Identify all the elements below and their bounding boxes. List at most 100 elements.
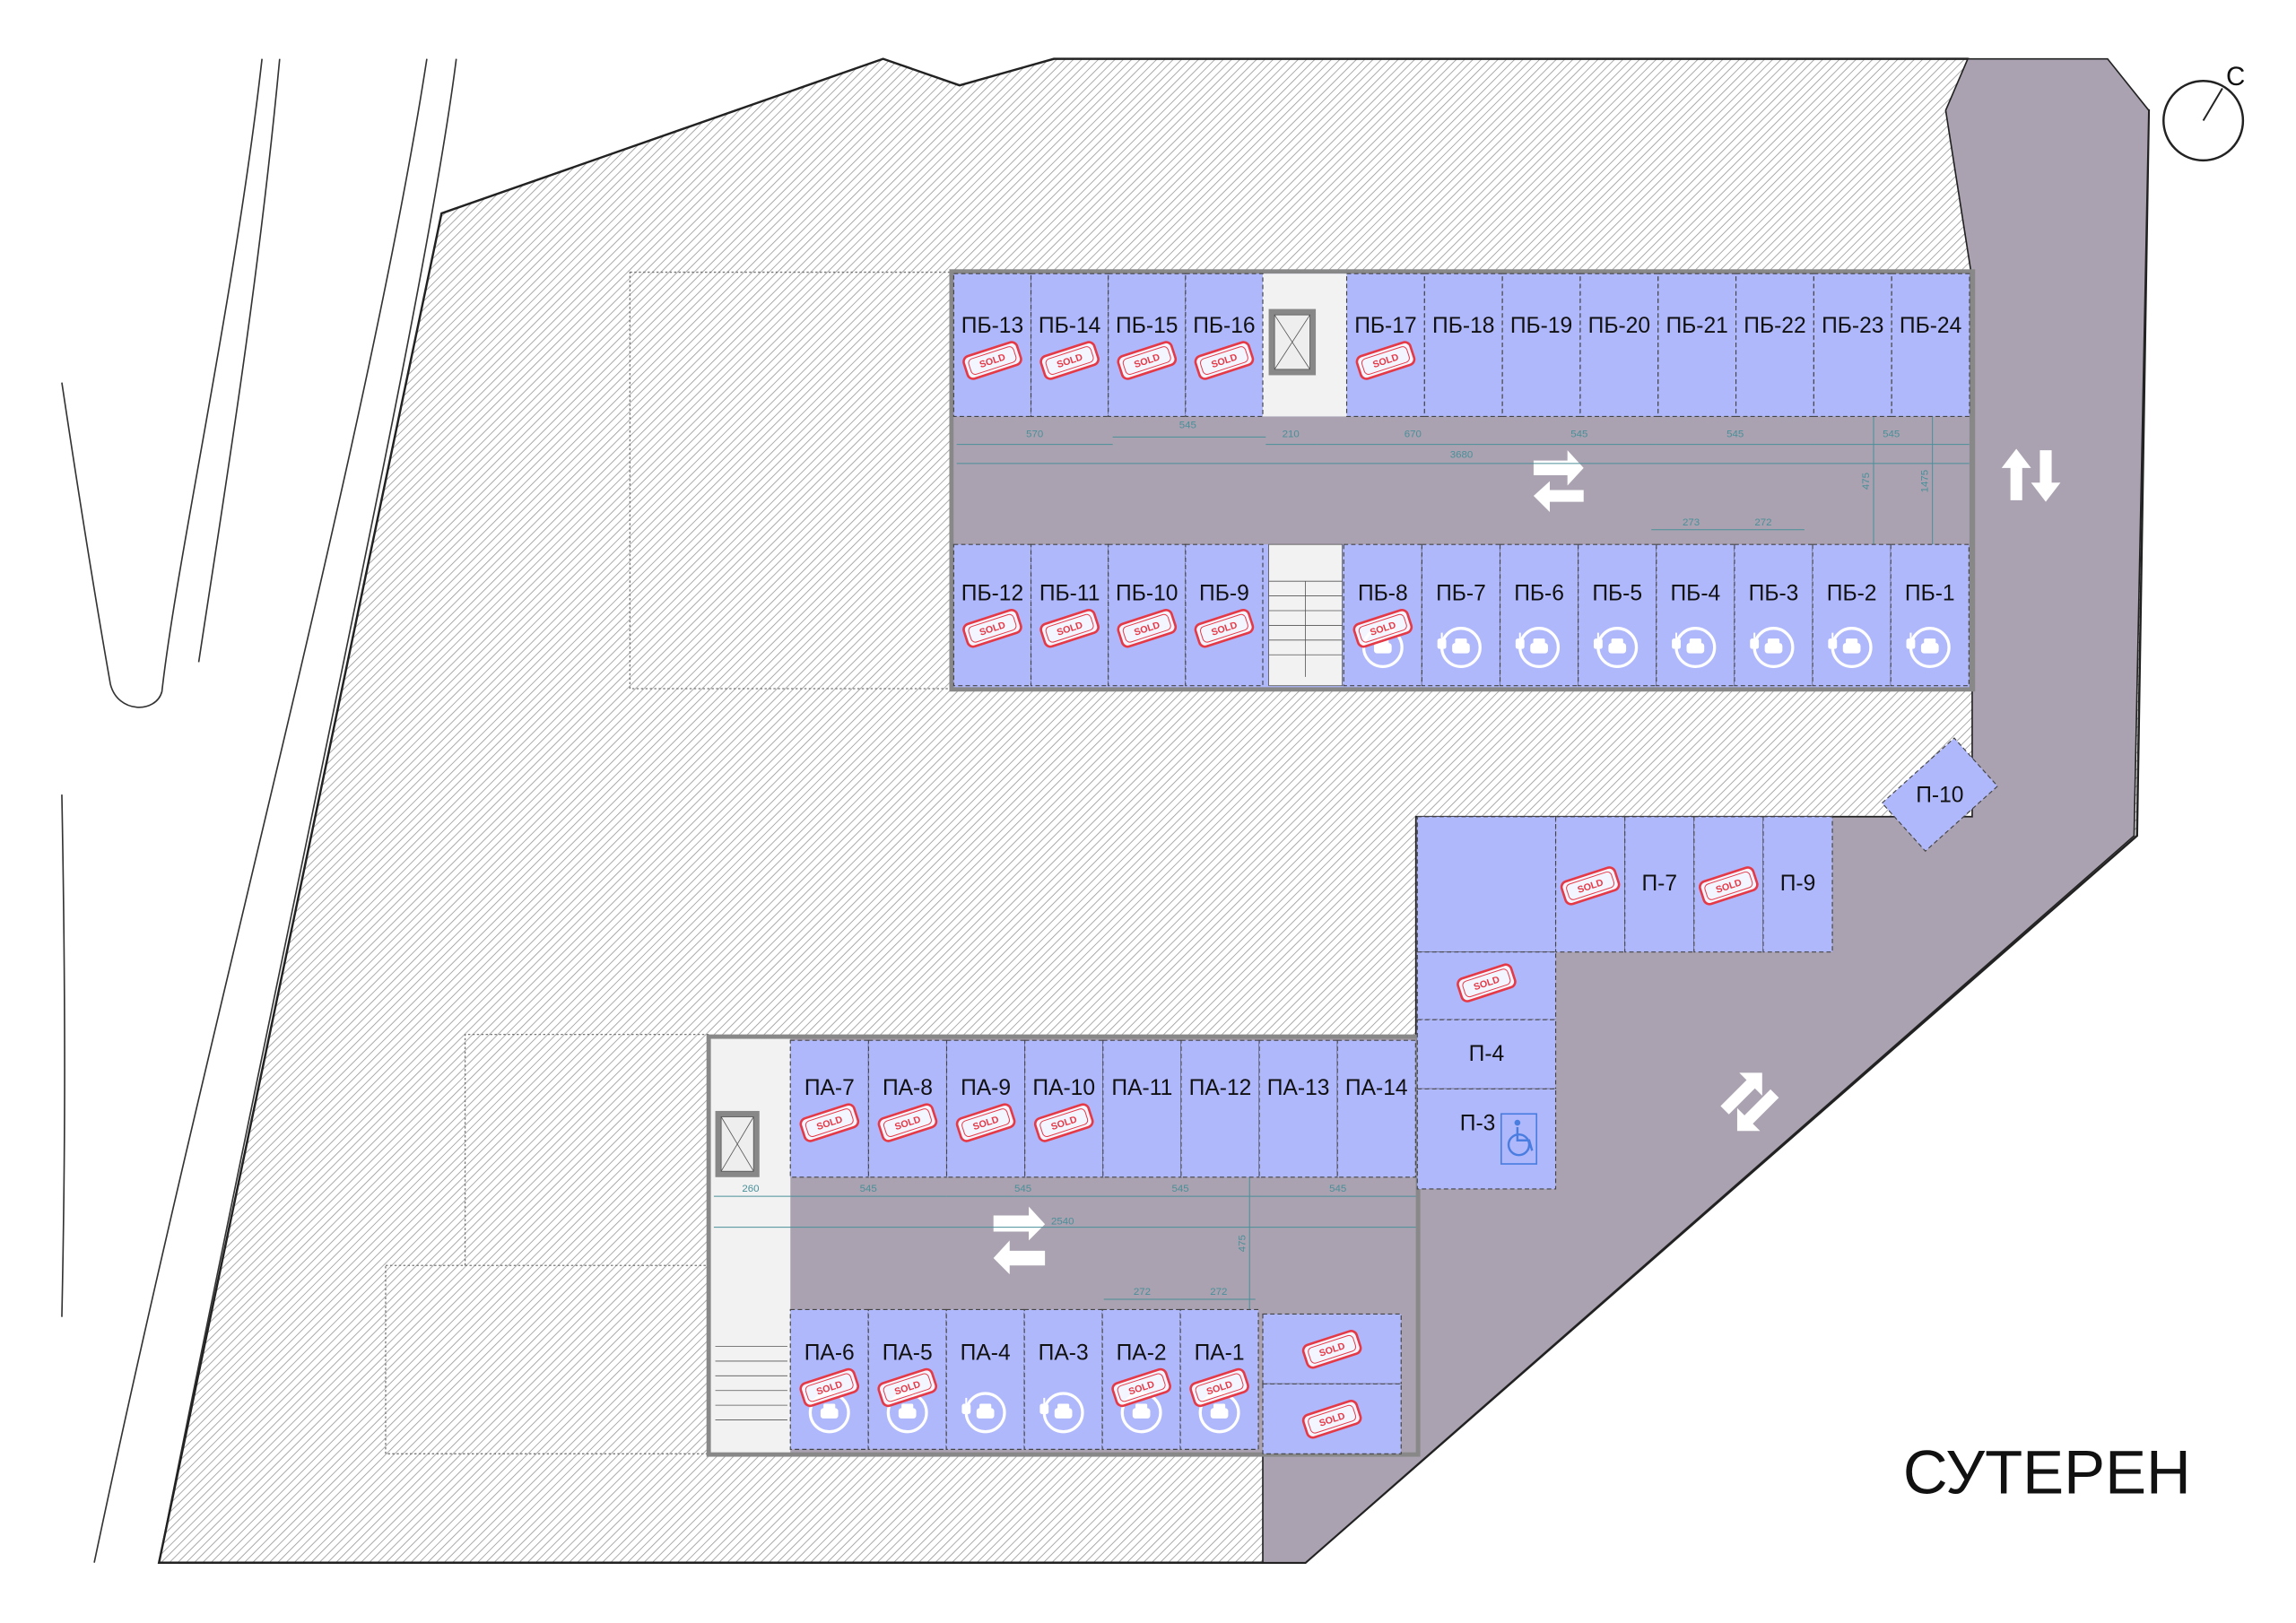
spot-label: ПБ-9 [1199,582,1249,606]
sold-stamp: SOLD [962,341,1022,380]
parking-spot[interactable]: ПА-11 [1102,1039,1182,1178]
sold-stamp: SOLD [877,1367,938,1408]
parking-spot[interactable]: П-4 [1416,1019,1557,1089]
spot-label: ПБ-17 [1354,314,1416,338]
core-a [710,1038,791,1453]
spot-label: ПБ-18 [1432,314,1494,338]
spot-label: ПА-3 [1039,1341,1089,1365]
dimension-label: 272 [1727,517,1805,531]
north-compass-icon: С [2162,62,2245,162]
wheelchair-icon [1500,1113,1538,1165]
ev-charging-icon [1437,627,1482,669]
spot-label: ПБ-12 [961,582,1023,606]
spot-label: ПА-1 [1195,1341,1245,1365]
aisle-b [953,416,1970,545]
svg-text:2540: 2540 [1051,1216,1074,1227]
dimension-label: 545 [1810,429,1970,446]
parking-spot[interactable]: ПБ-20 [1579,273,1659,417]
sold-stamp: SOLD [1194,341,1255,380]
sold-stamp: SOLD [1301,1330,1362,1369]
dimension-label: 545 [790,1184,947,1197]
two-way-arrows-icon [993,1206,1046,1275]
sold-stamp: SOLD [1039,608,1100,648]
spot-label: ПБ-4 [1670,582,1720,606]
parking-spot[interactable]: SOLD [1554,816,1626,953]
sold-stamp: SOLD [1352,608,1413,648]
parking-spot[interactable]: ПА-13 [1258,1039,1338,1178]
parking-spot[interactable]: ПБ-7 [1421,543,1501,687]
dimension-label: 545 [1656,429,1811,446]
two-way-arrows-icon [1533,450,1584,513]
svg-text:272: 272 [1134,1287,1151,1298]
spot-label: П-9 [1780,872,1816,896]
svg-text:475: 475 [1861,473,1872,490]
parking-spot[interactable]: ПА-14 [1336,1039,1416,1178]
spot-label: ПБ-15 [1116,314,1178,338]
parking-spot[interactable]: П-3 [1416,1088,1557,1190]
sold-stamp: SOLD [1039,341,1100,380]
parking-spot[interactable]: ПБ-6 [1499,543,1579,687]
parking-spot[interactable]: SOLD [1262,1383,1402,1454]
parking-spot[interactable]: ПА-4 [945,1308,1025,1450]
parking-spot[interactable]: ПА-12 [1180,1039,1260,1178]
svg-text:210: 210 [1283,429,1300,439]
spot-label: П-3 [1460,1111,1496,1135]
parking-spot[interactable]: ПБ-3 [1734,543,1813,687]
sold-stamp: SOLD [1111,1367,1171,1408]
parking-spot[interactable]: ПБ-23 [1813,273,1892,417]
parking-spot[interactable]: ПБ-1 [1890,543,1970,687]
spot-label: ПА-13 [1267,1076,1330,1100]
parking-spot[interactable]: П-10 [1881,737,1999,853]
ev-charging-icon [1906,627,1951,669]
parking-spot[interactable]: ПБ-21 [1657,273,1737,417]
svg-text:545: 545 [1883,429,1900,439]
dimension-label: 3680 [956,449,1970,464]
spot-label: ПА-2 [1117,1341,1167,1365]
dimension-label: 272 [1180,1287,1256,1300]
parking-spot[interactable]: ПБ-2 [1812,543,1892,687]
parking-spot[interactable]: ПБ-19 [1501,273,1581,417]
parking-spot[interactable]: ПА-3 [1023,1308,1103,1450]
parking-spot[interactable]: SOLD [1416,951,1557,1020]
parking-spot[interactable]: ПБ-22 [1735,273,1814,417]
parking-spot[interactable]: ПБ-4 [1656,543,1735,687]
parking-spot[interactable]: ПБ-18 [1423,273,1503,417]
parking-spot[interactable]: П-7 [1624,816,1695,953]
parking-spot[interactable]: ПБ-24 [1891,273,1970,417]
spot-label: ПБ-22 [1744,314,1805,338]
svg-text:545: 545 [1329,1184,1346,1194]
ev-charging-icon [1828,627,1873,669]
parking-spot[interactable]: П-9 [1762,816,1833,953]
spot-label: ПА-4 [961,1341,1011,1365]
parking-spot[interactable]: SOLD [1693,816,1764,953]
spot-label: ПА-7 [804,1076,855,1100]
parking-spot[interactable] [1416,816,1557,953]
ev-charging-icon [1593,627,1639,669]
dimension-label: 2540 [713,1216,1416,1228]
parking-spot[interactable]: ПБ-5 [1578,543,1657,687]
parking-spot[interactable]: SOLD [1262,1313,1402,1384]
spot-label: П-4 [1469,1042,1505,1066]
spot-label: ПБ-23 [1822,314,1883,338]
svg-text:670: 670 [1405,429,1422,439]
floor-title: СУТЕРЕН [1903,1438,2191,1507]
